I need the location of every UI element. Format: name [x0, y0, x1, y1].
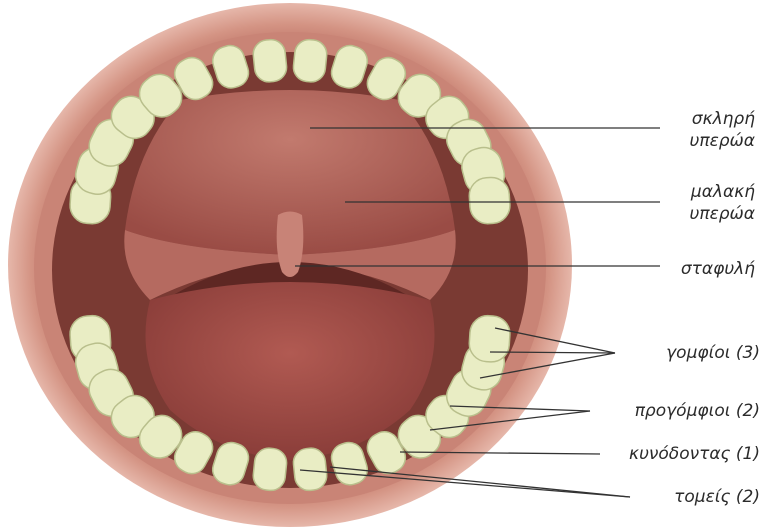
- label-soft-palate-line2: υπερώα: [560, 203, 755, 225]
- label-hard-palate-line2: υπερώα: [560, 130, 755, 152]
- label-premolars: προγόμφιοι (2): [560, 400, 760, 422]
- lower-tooth: [292, 447, 328, 492]
- label-molars: γομφίοι (3): [560, 342, 760, 364]
- label-canine: κυνόδοντας (1): [560, 443, 760, 465]
- label-hard-palate: σκληρή υπερώα: [560, 108, 755, 152]
- upper-tooth: [292, 38, 328, 83]
- label-hard-palate-line1: σκληρή: [560, 108, 755, 130]
- label-incisors: τομείς (2): [560, 486, 760, 508]
- upper-tooth: [468, 176, 511, 224]
- lower-tooth: [468, 315, 511, 363]
- label-soft-palate-line1: μαλακή: [560, 181, 755, 203]
- uvula: [277, 212, 304, 278]
- upper-tooth: [252, 38, 288, 83]
- lower-tooth: [252, 447, 288, 492]
- label-soft-palate: μαλακή υπερώα: [560, 181, 755, 225]
- label-uvula: σταφυλή: [560, 258, 755, 280]
